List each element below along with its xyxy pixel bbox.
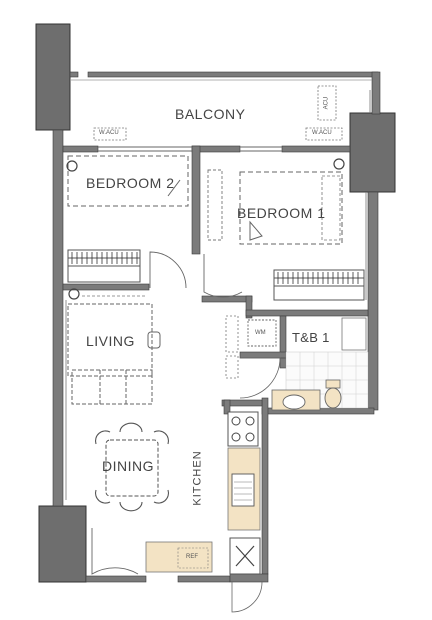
column-top-left <box>35 23 71 131</box>
acu-unit-left <box>93 127 127 141</box>
side-table <box>147 331 161 349</box>
room-label-bedroom2: BEDROOM 2 <box>86 175 175 191</box>
window-right <box>365 90 371 300</box>
door-swing-laundry <box>239 357 281 399</box>
room-label-balcony: BALCONY <box>175 106 246 122</box>
closet-bedroom2 <box>67 249 141 283</box>
fixture-label-wm: WM <box>255 330 266 336</box>
door-swing-service <box>231 581 263 613</box>
fixture-label-acu-right: W.ACU <box>312 130 332 136</box>
room-label-living: LIVING <box>86 333 135 349</box>
fixture-label-acu-top: ACU <box>323 96 330 110</box>
ceiling-fan-icon <box>66 160 78 172</box>
hangers-bedroom1 <box>277 272 359 284</box>
sofa <box>67 303 153 405</box>
toilet <box>324 379 342 409</box>
duct-shaft <box>229 537 261 575</box>
door-swing-entry <box>91 528 139 575</box>
lavatory <box>271 389 321 411</box>
bed-bedroom2 <box>67 155 189 207</box>
room-label-kitchen: KITCHEN <box>191 450 204 506</box>
closet-bedroom1 <box>273 269 365 301</box>
column-bottom-left <box>38 505 87 583</box>
hangers-bedroom2 <box>71 252 138 264</box>
fixture-label-ref: REF <box>186 554 198 560</box>
exterior-walls <box>52 71 381 583</box>
room-label-dining: DINING <box>102 458 154 474</box>
stove <box>227 411 259 447</box>
door-swing-bedroom1 <box>203 254 243 298</box>
bed-bedroom1 <box>239 171 343 245</box>
room-label-bedroom1: BEDROOM 1 <box>237 205 326 221</box>
door-swing-bedroom2 <box>149 251 187 289</box>
column-top-right <box>349 112 396 193</box>
fixture-label-acu-left: W.ACU <box>99 130 119 136</box>
ceiling-fan-icon-living <box>68 288 80 300</box>
sliding-doors <box>98 146 282 152</box>
ceiling-fan-icon-bedroom1 <box>333 158 345 170</box>
kitchen-sink <box>231 473 255 507</box>
acu-unit-right <box>305 127 343 141</box>
dining-chairs <box>94 422 170 512</box>
washing-machine <box>247 319 277 347</box>
dining-table <box>105 439 159 497</box>
acu-unit-vertical <box>317 85 337 121</box>
refrigerator <box>145 541 213 573</box>
shower-area <box>341 317 367 351</box>
room-label-tb1: T&B 1 <box>292 330 330 345</box>
